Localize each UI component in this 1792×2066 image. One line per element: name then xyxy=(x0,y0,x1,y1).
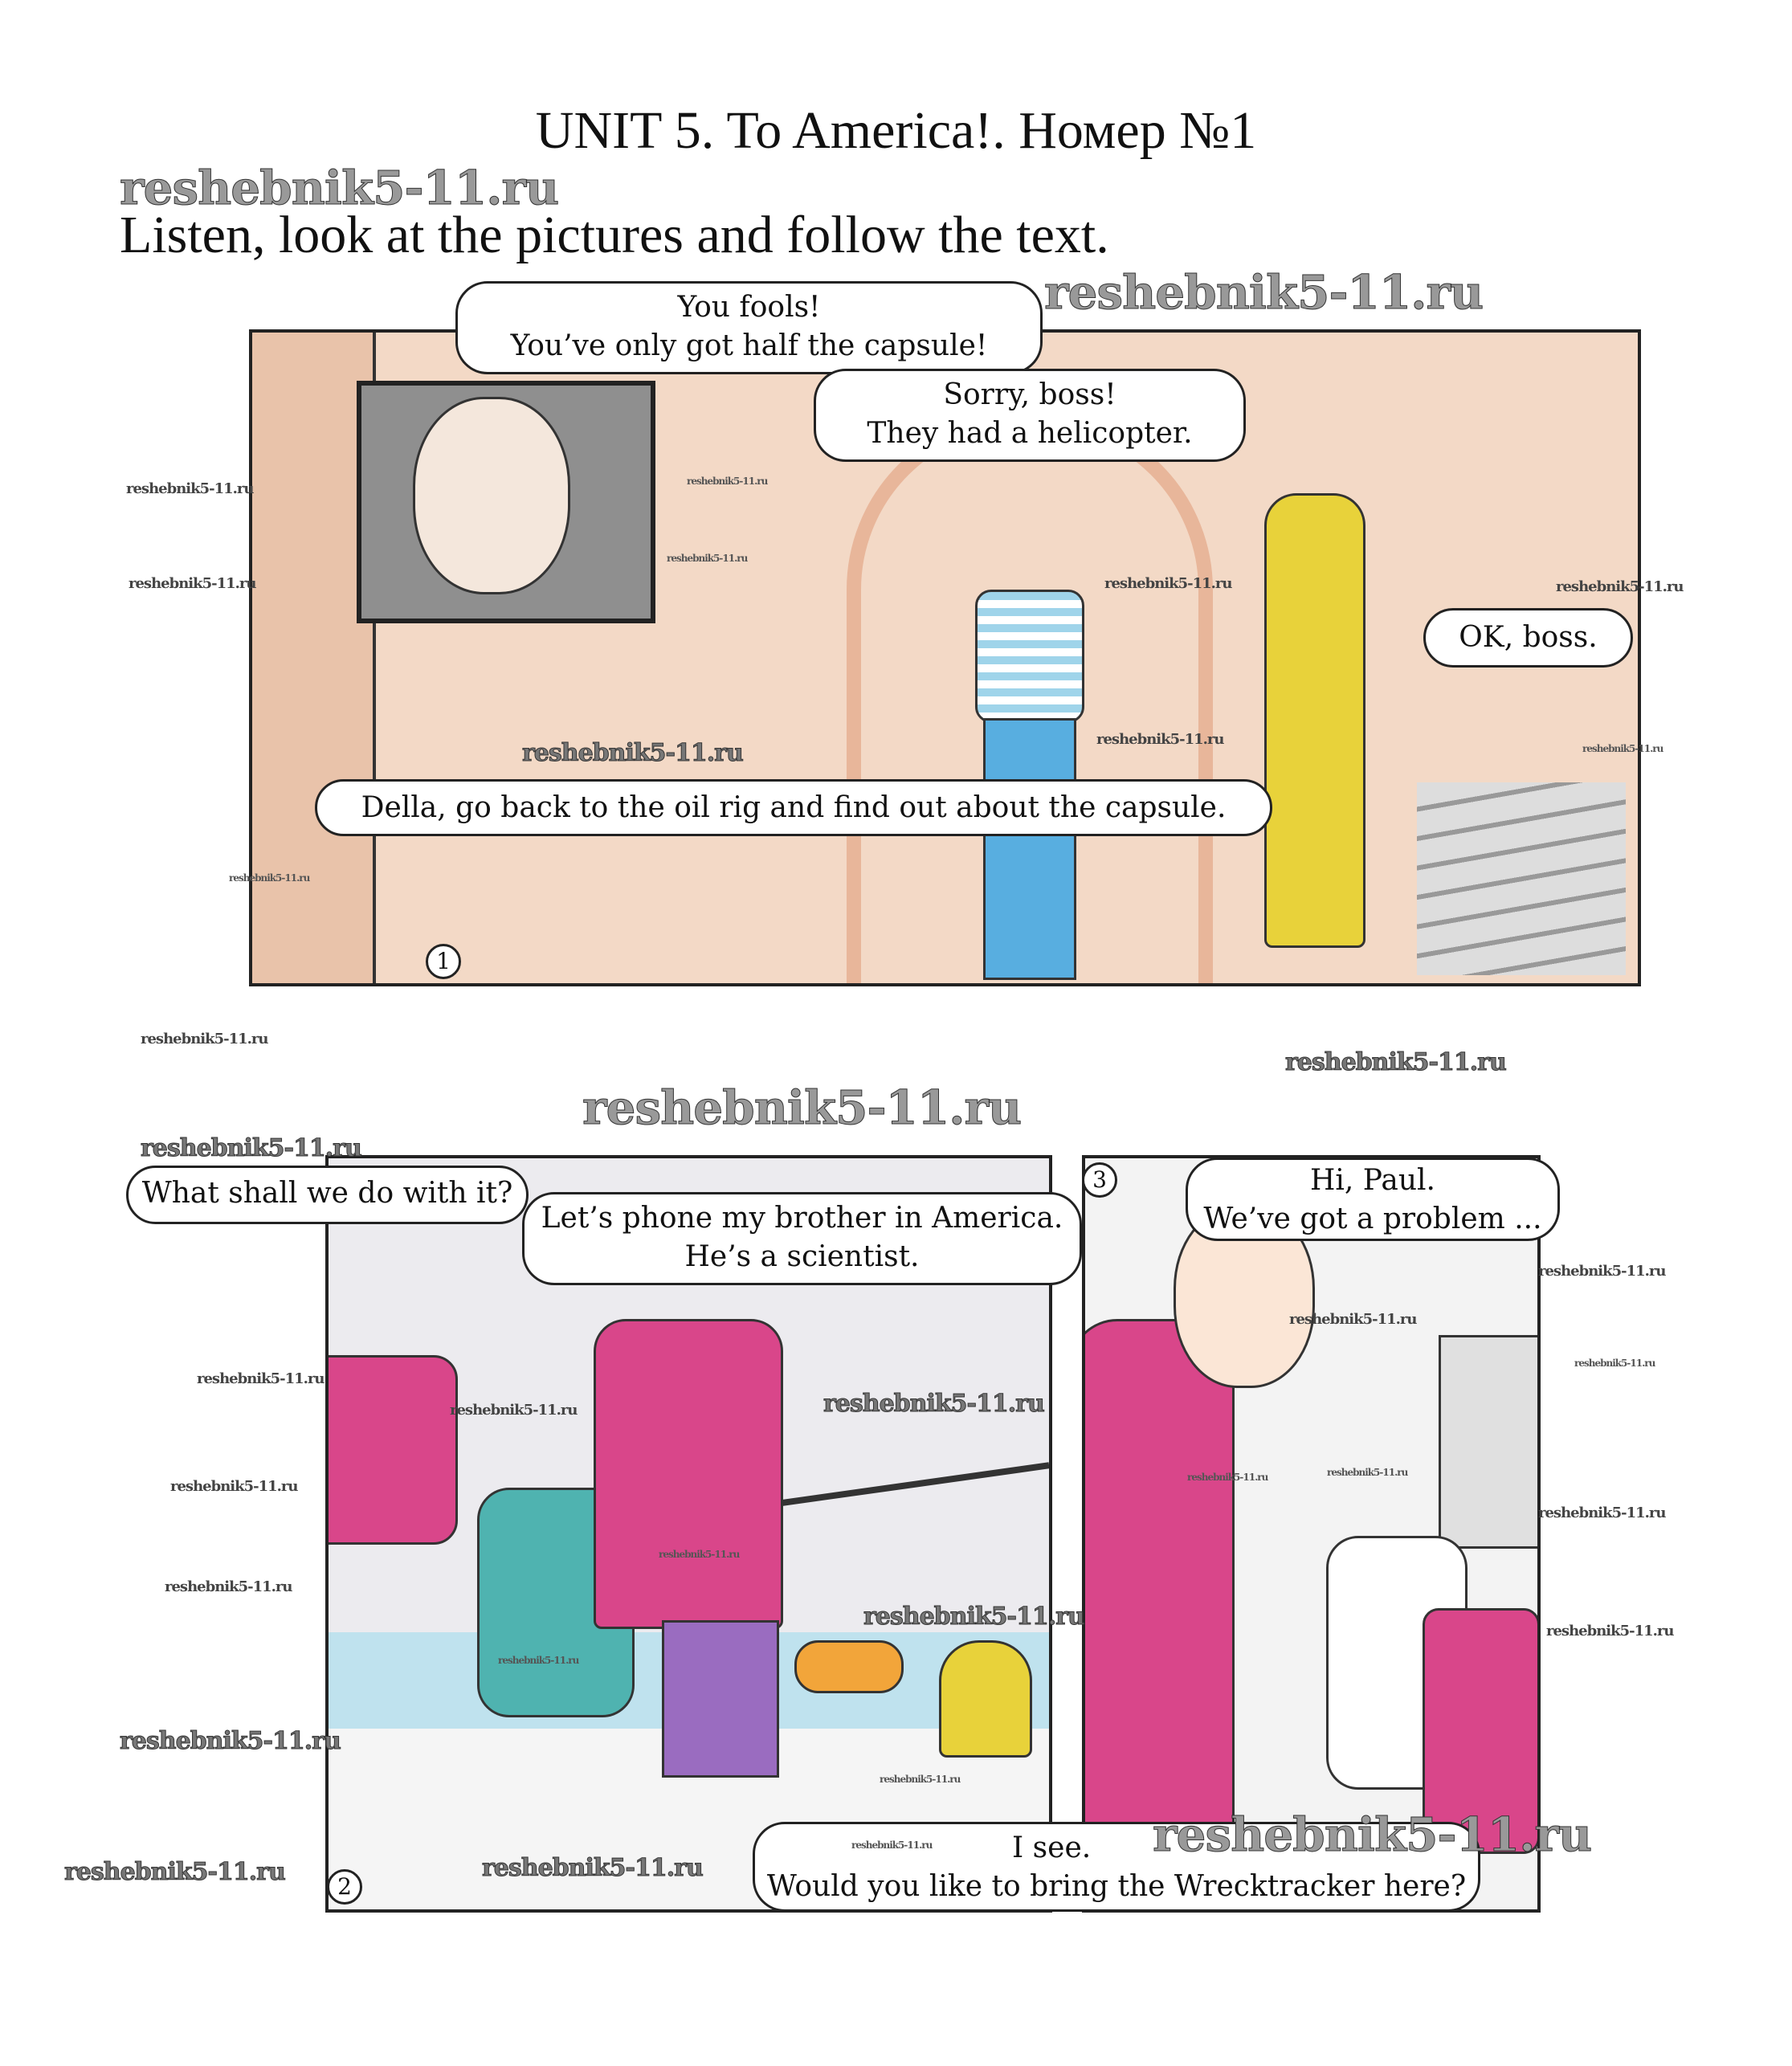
watermark: reshebnik5-11.ru xyxy=(120,1727,342,1756)
watermark: reshebnik5-11.ru xyxy=(1538,1505,1666,1521)
bubble-text: Sorry, boss! xyxy=(943,378,1116,411)
girl-jeans xyxy=(983,718,1076,980)
computer xyxy=(1439,1335,1537,1549)
diver-yellow-suit xyxy=(1264,493,1365,948)
bubble-text: We’ve got a problem ... xyxy=(1203,1202,1542,1235)
watermark: reshebnik5-11.ru xyxy=(141,1031,268,1047)
watermark: reshebnik5-11.ru xyxy=(229,872,310,884)
watermark: reshebnik5-11.ru xyxy=(1546,1623,1674,1639)
watermark: reshebnik5-11.ru xyxy=(1096,731,1224,748)
watermark: reshebnik5-11.ru xyxy=(64,1858,287,1887)
watermark: reshebnik5-11.ru xyxy=(880,1774,961,1785)
watermark: reshebnik5-11.ru xyxy=(1327,1467,1408,1478)
watermark: reshebnik5-11.ru xyxy=(1556,578,1684,595)
watermark: reshebnik5-11.ru xyxy=(823,1390,1046,1419)
stairs xyxy=(1417,782,1626,975)
comic-panel-1 xyxy=(249,329,1641,986)
watermark: reshebnik5-11.ru xyxy=(197,1370,325,1387)
bubble-text: What shall we do with it? xyxy=(141,1177,513,1210)
watermark: reshebnik5-11.ru xyxy=(1043,265,1484,321)
watermark: reshebnik5-11.ru xyxy=(1582,743,1663,754)
bubble-text: I see. xyxy=(1012,1831,1092,1864)
control-console xyxy=(252,333,376,983)
boss-face xyxy=(413,397,570,594)
watermark: reshebnik5-11.ru xyxy=(1538,1263,1666,1280)
watermark: reshebnik5-11.ru xyxy=(1285,1048,1508,1077)
bubble-text: Della, go back to the oil rig and find o… xyxy=(361,791,1227,824)
bubble-text: Let’s phone my brother in America. xyxy=(541,1202,1063,1235)
boy-pink-coat xyxy=(594,1319,783,1629)
bubble-text: OK, boss. xyxy=(1459,621,1598,654)
watermark: reshebnik5-11.ru xyxy=(126,480,254,497)
watermark: reshebnik5-11.ru xyxy=(119,161,559,216)
watermark: reshebnik5-11.ru xyxy=(659,1549,740,1560)
watermark: reshebnik5-11.ru xyxy=(1152,1807,1592,1863)
watermark: reshebnik5-11.ru xyxy=(522,739,745,768)
speech-bubble-boss: You fools! You’ve only got half the caps… xyxy=(455,281,1043,374)
page-title: UNIT 5. To America!. Номер №1 xyxy=(535,101,1257,160)
speech-bubble-della: Della, go back to the oil rig and find o… xyxy=(315,779,1272,836)
bubble-text: You’ve only got half the capsule! xyxy=(510,329,988,362)
watermark: reshebnik5-11.ru xyxy=(1104,575,1232,592)
speech-bubble-hi: Hi, Paul. We’ve got a problem ... xyxy=(1186,1158,1560,1241)
watermark: reshebnik5-11.ru xyxy=(450,1402,578,1419)
speech-bubble-see: I see. Would you like to bring the Wreck… xyxy=(753,1822,1480,1912)
bubble-text: You fools! xyxy=(677,291,821,324)
watermark: reshebnik5-11.ru xyxy=(482,1854,704,1883)
panel-number: 2 xyxy=(327,1869,362,1905)
watermark: reshebnik5-11.ru xyxy=(687,476,768,487)
boy-purple-trousers xyxy=(662,1620,779,1778)
bubble-text: Hi, Paul. xyxy=(1309,1164,1435,1197)
watermark: reshebnik5-11.ru xyxy=(141,1134,363,1163)
watermark: reshebnik5-11.ru xyxy=(129,575,256,592)
panel-number: 3 xyxy=(1082,1162,1117,1198)
watermark: reshebnik5-11.ru xyxy=(582,1080,1022,1136)
instruction-text: Listen, look at the pictures and follow … xyxy=(120,206,1109,264)
diver xyxy=(939,1640,1032,1758)
watermark: reshebnik5-11.ru xyxy=(1574,1358,1655,1369)
watermark: reshebnik5-11.ru xyxy=(1187,1472,1268,1483)
watermark: reshebnik5-11.ru xyxy=(863,1603,1086,1631)
girl-on-phone xyxy=(1085,1319,1235,1909)
watermark: reshebnik5-11.ru xyxy=(498,1655,579,1666)
panel-number: 1 xyxy=(426,944,461,979)
bubble-text: Would you like to bring the Wrecktracker… xyxy=(766,1870,1467,1903)
speech-bubble-what: What shall we do with it? xyxy=(126,1166,529,1224)
speech-bubble-ok: OK, boss. xyxy=(1423,608,1633,668)
watermark: reshebnik5-11.ru xyxy=(851,1839,933,1851)
speech-bubble-sorry: Sorry, boss! They had a helicopter. xyxy=(814,369,1246,462)
watermark: reshebnik5-11.ru xyxy=(1289,1311,1417,1328)
watermark: reshebnik5-11.ru xyxy=(667,553,748,564)
watermark: reshebnik5-11.ru xyxy=(170,1478,298,1495)
comic-panel-3 xyxy=(1082,1155,1541,1913)
bubble-text: He’s a scientist. xyxy=(684,1240,920,1273)
speech-bubble-phone: Let’s phone my brother in America. He’s … xyxy=(522,1192,1082,1285)
cat xyxy=(794,1640,904,1693)
bubble-text: They had a helicopter. xyxy=(867,417,1193,450)
watermark: reshebnik5-11.ru xyxy=(165,1578,292,1595)
girl-pink-jacket xyxy=(329,1355,458,1545)
wheelchair xyxy=(1423,1608,1537,1854)
girl-striped-shirt xyxy=(975,590,1084,723)
